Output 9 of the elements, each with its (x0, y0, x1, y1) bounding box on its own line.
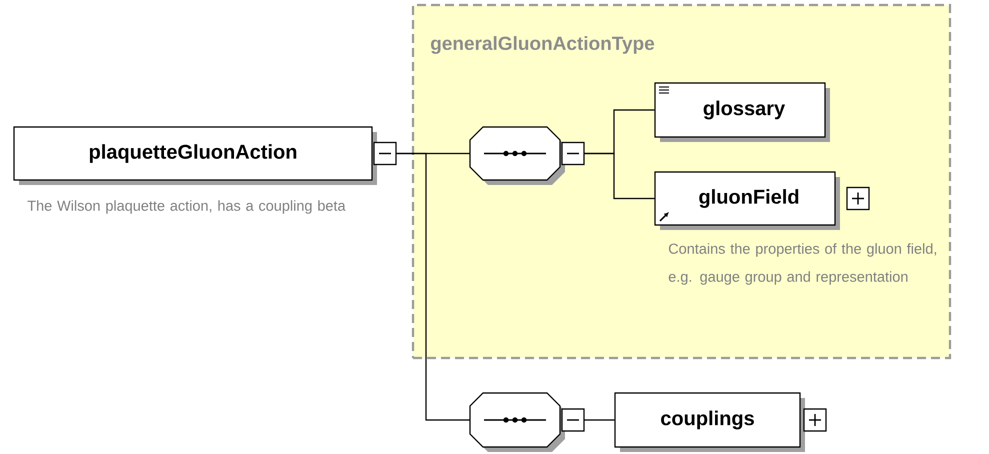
element-box: glossary (654, 82, 830, 142)
element-box: gluonField (654, 171, 840, 230)
connector-line (396, 152, 470, 421)
description-text: Contains the properties of the gluon field, e.g. gauge group and representation (668, 243, 936, 285)
connector-line (584, 419, 614, 421)
element-box: plaquetteGluonAction (13, 126, 377, 185)
connector-line (584, 152, 654, 200)
element-box: couplings (614, 392, 805, 452)
description-text: The Wilson plaquette action, has a coupling beta (28, 200, 346, 214)
